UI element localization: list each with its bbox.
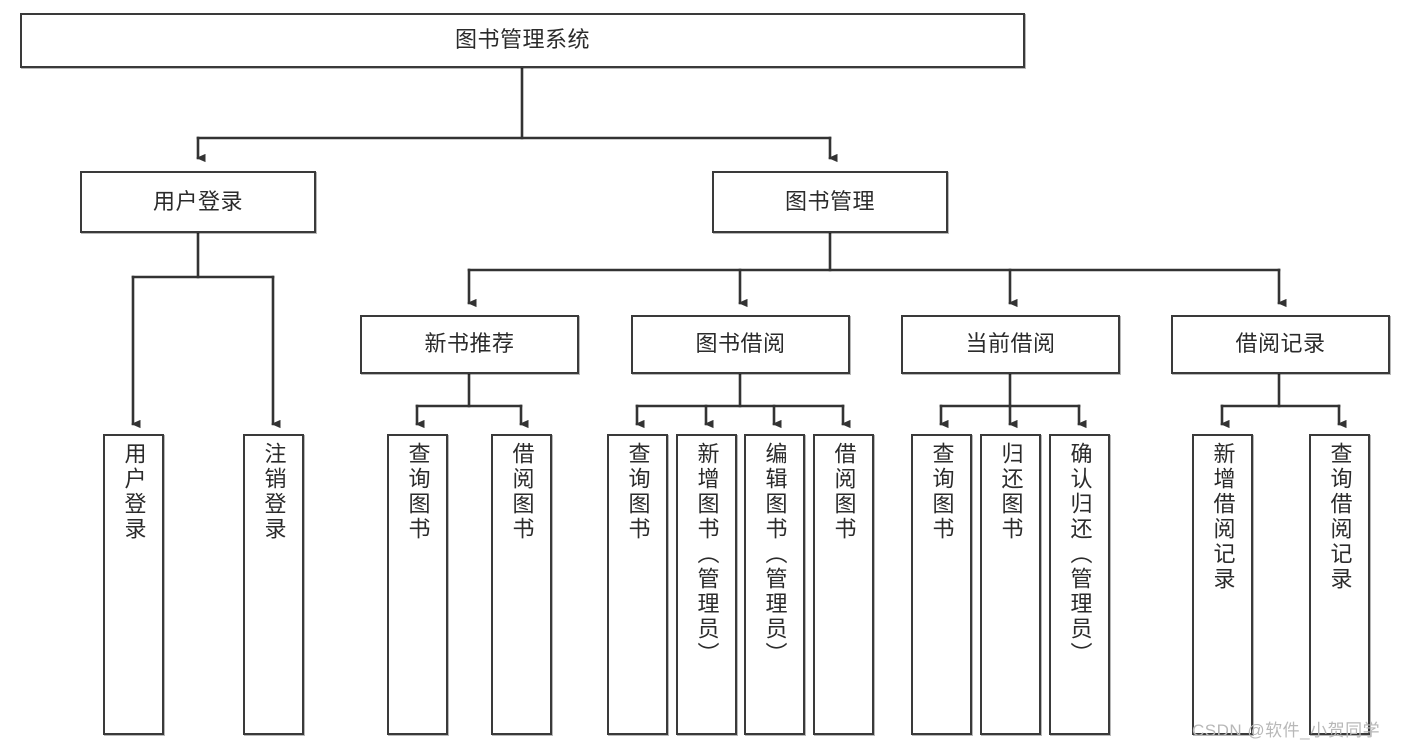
node-leaf-edit-book[interactable]: 编辑图书（管理员） xyxy=(744,434,805,735)
node-leaf-edit-book-label: 编辑图书（管理员） xyxy=(762,442,788,667)
csdn-watermark: CSDN @软件_小贺同学 xyxy=(1192,721,1381,740)
node-root[interactable]: 图书管理系统 xyxy=(20,13,1025,68)
node-leaf-borrow-book-2-label: 借阅图书 xyxy=(831,442,857,542)
node-leaf-borrow-book-1[interactable]: 借阅图书 xyxy=(491,434,552,735)
node-borrow-record[interactable]: 借阅记录 xyxy=(1171,315,1390,374)
node-root-label: 图书管理系统 xyxy=(454,27,590,53)
node-leaf-confirm-return[interactable]: 确认归还（管理员） xyxy=(1049,434,1110,735)
node-leaf-user-logout-label: 注销登录 xyxy=(261,442,287,542)
node-leaf-add-record[interactable]: 新增借阅记录 xyxy=(1192,434,1253,735)
node-leaf-query-record[interactable]: 查询借阅记录 xyxy=(1309,434,1370,735)
node-leaf-query-record-label: 查询借阅记录 xyxy=(1327,442,1353,592)
node-leaf-query-book-3[interactable]: 查询图书 xyxy=(911,434,972,735)
node-leaf-return-book-label: 归还图书 xyxy=(998,442,1024,542)
node-book-borrow-label: 图书借阅 xyxy=(695,331,786,357)
node-book-manage[interactable]: 图书管理 xyxy=(712,171,948,233)
node-borrow-record-label: 借阅记录 xyxy=(1235,331,1326,357)
node-leaf-query-book-1[interactable]: 查询图书 xyxy=(387,434,448,735)
node-leaf-borrow-book-1-label: 借阅图书 xyxy=(509,442,535,542)
node-leaf-query-book-2[interactable]: 查询图书 xyxy=(607,434,668,735)
node-book-manage-label: 图书管理 xyxy=(784,188,875,214)
node-leaf-confirm-return-label: 确认归还（管理员） xyxy=(1067,442,1093,667)
node-new-book-rec[interactable]: 新书推荐 xyxy=(360,315,579,374)
node-leaf-add-book[interactable]: 新增图书（管理员） xyxy=(676,434,737,735)
node-leaf-user-logout[interactable]: 注销登录 xyxy=(243,434,304,735)
node-leaf-return-book[interactable]: 归还图书 xyxy=(980,434,1041,735)
node-new-book-rec-label: 新书推荐 xyxy=(424,331,515,357)
node-leaf-add-book-label: 新增图书（管理员） xyxy=(694,442,720,667)
node-user-login[interactable]: 用户登录 xyxy=(80,171,316,233)
node-leaf-query-book-3-label: 查询图书 xyxy=(929,442,955,542)
node-leaf-borrow-book-2[interactable]: 借阅图书 xyxy=(813,434,874,735)
node-user-login-label: 用户登录 xyxy=(152,188,243,214)
node-leaf-user-login[interactable]: 用户登录 xyxy=(103,434,164,735)
node-book-borrow[interactable]: 图书借阅 xyxy=(631,315,850,374)
node-leaf-add-record-label: 新增借阅记录 xyxy=(1210,442,1236,592)
node-current-borrow-label: 当前借阅 xyxy=(965,331,1056,357)
node-leaf-user-login-label: 用户登录 xyxy=(121,442,147,542)
node-leaf-query-book-2-label: 查询图书 xyxy=(625,442,651,542)
node-leaf-query-book-1-label: 查询图书 xyxy=(405,442,431,542)
node-current-borrow[interactable]: 当前借阅 xyxy=(901,315,1120,374)
